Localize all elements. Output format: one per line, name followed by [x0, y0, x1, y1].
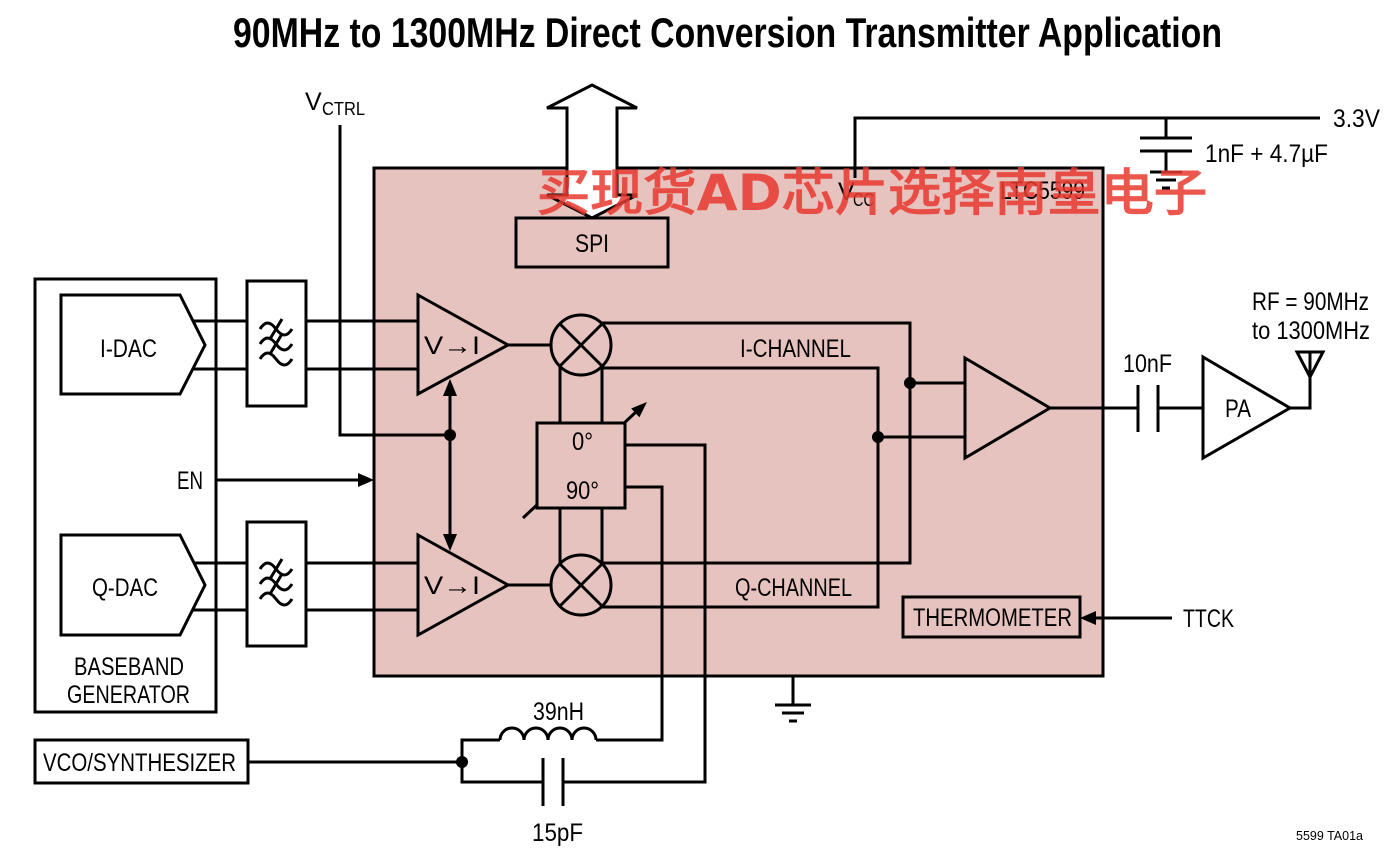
lo-to-mixer-wires: [558, 366, 604, 564]
arrow-down-icon: [443, 534, 457, 551]
ttck-label: TTCK: [1183, 605, 1234, 633]
q-mixer: [549, 553, 613, 617]
baseband-label-line1: BASEBAND: [74, 653, 184, 681]
phase-adjust-arrowhead-icon: [631, 402, 647, 418]
vcc-pin-subscript: CC: [853, 190, 874, 210]
junction-dot: [444, 429, 456, 441]
lowpass-filter-icon: [258, 318, 294, 367]
converter-to-mixer-wires: [508, 343, 551, 587]
i-mixer-body: [549, 313, 613, 377]
power-amplifier-label: PA: [1225, 395, 1251, 423]
q-channel-label: Q-CHANNEL: [735, 574, 852, 602]
lo-capacitor-icon: [541, 758, 565, 806]
figure-id: 5599 TA01a: [1296, 828, 1364, 843]
lo-capacitor-label: 15pF: [532, 819, 583, 847]
decoupling-label: 1nF + 4.7µF: [1205, 140, 1328, 168]
baseband-label-line2: GENERATOR: [67, 681, 190, 709]
lowpass-filter-icon: [258, 558, 294, 607]
vctrl-wire: [338, 125, 450, 437]
chip-ground-icon: [775, 703, 811, 723]
multiply-icon: [558, 322, 604, 368]
enable-label: EN: [177, 467, 203, 495]
i-channel-label: I-CHANNEL: [740, 335, 851, 363]
coupling-capacitor-icon: [1136, 385, 1160, 432]
watermark-text: 买现货AD芯片选择南皇电子: [537, 164, 1207, 222]
ttck-arrowhead-icon: [1080, 611, 1096, 625]
rf-range-label-line2: to 1300MHz: [1252, 317, 1370, 345]
negative-output-wire: [601, 366, 880, 609]
q-dac-label: Q-DAC: [92, 574, 158, 602]
q-dac-block: [59, 533, 207, 637]
i-lowpass-filter: [245, 279, 308, 408]
spi-label: SPI: [575, 230, 609, 258]
q-mixer-body: [549, 553, 613, 617]
inductor-label: 39nH: [533, 698, 584, 726]
thermometer-label: THERMOMETER: [913, 604, 1072, 632]
i-dac-label: I-DAC: [100, 335, 157, 363]
baseband-generator: I-DAC Q-DAC EN BASEBAND GENERATOR: [33, 277, 218, 714]
supply-network: 3.3V 1nF + 4.7µF: [853, 105, 1380, 190]
i-dac-block: [59, 293, 207, 396]
vctrl-subscript: CTRL: [322, 99, 365, 119]
lo-inductor-branch-wire: [460, 485, 664, 762]
antenna-feed-wire: [1290, 352, 1312, 410]
i-v-to-i-label: V→I: [424, 332, 480, 360]
positive-output-wire: [601, 321, 912, 565]
decoupling-capacitor-icon: [1140, 136, 1192, 153]
q-v-to-i-label: V→I: [424, 572, 480, 600]
arrow-up-icon: [443, 379, 457, 396]
phase-0-label: 0°: [572, 428, 593, 456]
supply-ground-icon: [1150, 170, 1182, 190]
coupling-capacitor-label: 10nF: [1123, 350, 1172, 378]
vco-synthesizer-block: [33, 738, 250, 785]
supply-voltage-label: 3.3V: [1333, 105, 1380, 133]
phase-shifter-block: [535, 421, 627, 510]
i-mixer: [549, 313, 613, 377]
spi-block: [514, 216, 670, 269]
i-v-to-i-converter: [416, 292, 512, 397]
multiply-icon: [558, 562, 604, 608]
lo-capacitor-branch-wire: [460, 443, 707, 784]
power-amplifier: [1201, 354, 1293, 461]
i-baseband-wires: [193, 319, 418, 371]
output-amplifier: [963, 355, 1053, 461]
vctrl-label: V: [305, 88, 322, 116]
antenna-icon: [1294, 350, 1326, 381]
enable-arrowhead-icon: [358, 473, 374, 487]
q-v-to-i-converter: [416, 532, 512, 638]
chip-part-number: LTC5599: [1000, 177, 1085, 205]
vco-synthesizer-label: VCO/SYNTHESIZER: [43, 749, 236, 777]
rf-range-label-line1: RF = 90MHz: [1252, 288, 1369, 316]
thermometer-block: [901, 595, 1082, 639]
phase-90-label: 90°: [566, 477, 599, 505]
inductor-icon: [498, 726, 598, 741]
vcc-pin-label: V: [838, 178, 855, 206]
diagram-title: 90MHz to 1300MHz Direct Conversion Trans…: [233, 9, 1222, 56]
combiner-to-amp-wires: [878, 381, 965, 439]
q-baseband-wires: [193, 561, 418, 612]
